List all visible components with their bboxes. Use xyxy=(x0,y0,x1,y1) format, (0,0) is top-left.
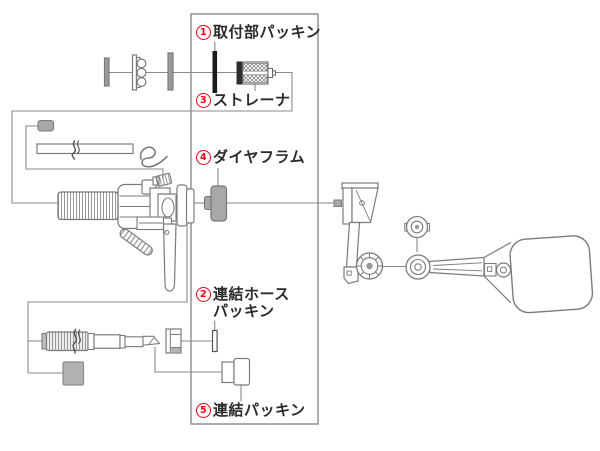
label-number-badge: 3 xyxy=(196,93,211,108)
retainer-clip xyxy=(139,146,168,168)
float-box xyxy=(509,235,594,314)
rod-break-mark xyxy=(71,140,77,161)
label-text: ダイヤフラム xyxy=(213,148,306,166)
threaded-shank xyxy=(57,191,119,221)
label-number-badge: 5 xyxy=(196,403,211,418)
label-diaphragm: 4 ダイヤフラム xyxy=(196,149,305,166)
spray-deflector xyxy=(119,228,153,256)
float-rod xyxy=(36,143,134,155)
float-arm xyxy=(405,241,512,304)
label-number-badge: 2 xyxy=(196,287,211,302)
hose-tube xyxy=(93,334,121,349)
label-text-line2: パッキン xyxy=(213,302,275,320)
label-hose-packing: 2 連結ホース パッキン xyxy=(196,286,290,320)
float-rod-assembly xyxy=(36,119,168,168)
label-number-badge: 1 xyxy=(196,25,211,40)
connecting-packing-part xyxy=(221,357,251,386)
hose-packing-part xyxy=(211,329,218,353)
pivot-pin xyxy=(333,199,342,207)
fill-valve-body xyxy=(57,172,195,292)
label-connecting-packing: 5 連結パッキン xyxy=(196,402,306,419)
float-mechanism xyxy=(333,182,594,314)
rod-cap xyxy=(37,119,55,132)
mount-block xyxy=(62,361,85,386)
outlet-flange xyxy=(176,184,188,227)
hose-break-mark xyxy=(72,328,78,354)
mounting-packing-part xyxy=(212,51,218,93)
lock-nut-plate xyxy=(167,52,174,91)
hose-connector xyxy=(165,328,182,354)
mount-plate xyxy=(131,54,138,91)
label-text: 連結パッキン xyxy=(213,401,306,419)
label-strainer: 3 ストレーナ xyxy=(196,92,291,109)
connecting-hose-assembly xyxy=(41,328,182,386)
connection-lines xyxy=(11,42,418,402)
strainer-part xyxy=(236,61,276,85)
lever-strip xyxy=(162,223,177,292)
diaphragm-part xyxy=(203,185,228,222)
label-number-badge: 4 xyxy=(196,150,211,165)
label-text: 取付部パッキン xyxy=(213,23,322,41)
shank-washer-assembly xyxy=(103,52,174,91)
adjuster-wheel xyxy=(355,252,384,280)
pivot-cap xyxy=(404,215,431,239)
label-text-line1: 連結ホース xyxy=(213,285,290,303)
label-text: ストレーナ xyxy=(213,91,291,109)
washer-plate xyxy=(103,57,110,87)
mount-bracket xyxy=(341,182,379,285)
label-mounting-packing: 1 取付部パッキン xyxy=(196,24,321,41)
